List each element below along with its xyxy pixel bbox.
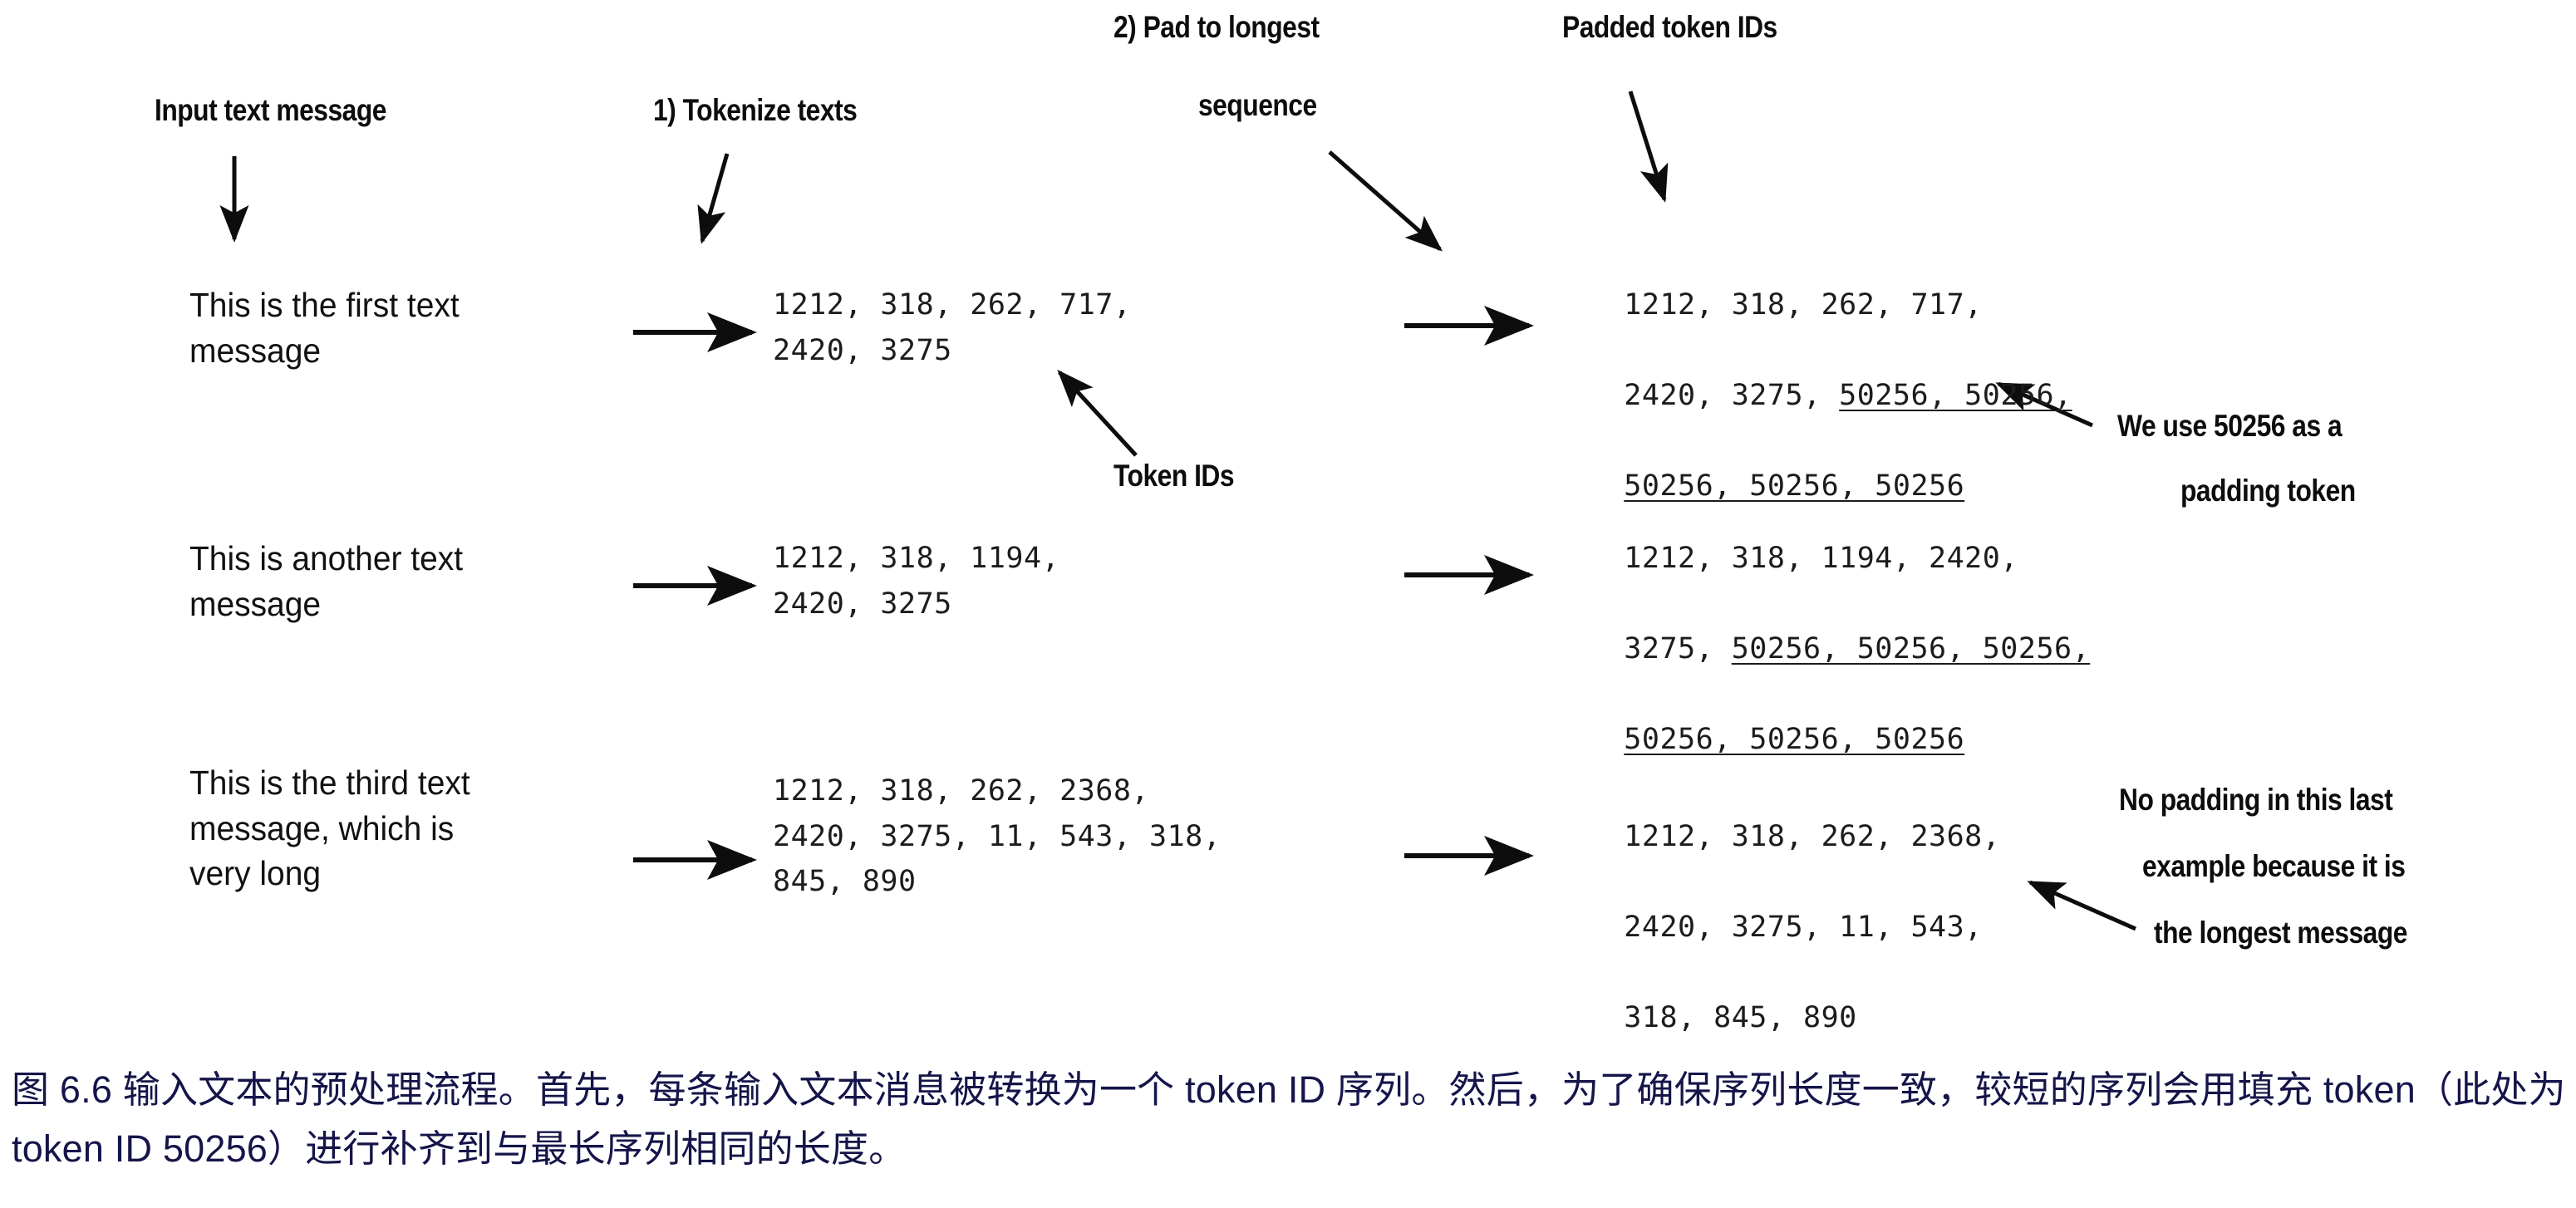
annotation-padding-note-line-2: padding token xyxy=(2180,474,2356,508)
row-2-padding-tokens-line-3: 50256, 50256, 50256 xyxy=(1624,722,1965,756)
row-1-token-ids: 1212, 318, 262, 717, 2420, 3275 xyxy=(773,288,1132,367)
row-1-padded-token-ids: 1212, 318, 262, 717, 2420, 3275, 50256, … xyxy=(1552,237,2072,554)
arrow-no-padding-note xyxy=(2027,880,2137,931)
row-1-padded-line-1: 1212, 318, 262, 717, xyxy=(1624,287,1983,322)
row-2-padded-token-ids: 1212, 318, 1194, 2420, 3275, 50256, 5025… xyxy=(1552,490,2090,808)
header-input-text-message: Input text message xyxy=(155,93,386,127)
arrow-token-ids xyxy=(1057,370,1138,457)
row-2-token-ids: 1212, 318, 1194, 2420, 3275 xyxy=(773,542,1060,621)
annotation-no-padding-line-3: the longest message xyxy=(2154,916,2407,950)
header-pad-to-longest-line2: sequence xyxy=(1198,88,1317,122)
arrow-padded-token-ids xyxy=(1628,91,1669,203)
row-1-padding-tokens-line-3: 50256, 50256, 50256 xyxy=(1624,469,1965,503)
row-1-message: This is the first text message xyxy=(189,286,460,370)
row-1-padding-tokens-line-2: 50256, 50256, xyxy=(1839,378,2072,412)
annotation-padding-note-line-1: We use 50256 as a xyxy=(2117,409,2342,443)
row-3-token-ids: 1212, 318, 262, 2368, 2420, 3275, 11, 54… xyxy=(773,774,1222,899)
row-2-padding-tokens-line-2: 50256, 50256, 50256, xyxy=(1731,631,2091,665)
row-3-message: This is the third text message, which is… xyxy=(189,764,470,893)
row-3-padded-token-ids: 1212, 318, 262, 2368, 2420, 3275, 11, 54… xyxy=(1552,769,2000,1086)
row-3-padded-line-3: 318, 845, 890 xyxy=(1624,1000,1857,1034)
figure-caption: 图 6.6 输入文本的预处理流程。首先，每条输入文本消息被转换为一个 token… xyxy=(12,1068,2566,1171)
arrow-pad-to-longest xyxy=(1328,150,1443,252)
row-2-padded-line-2-prefix: 3275, xyxy=(1624,631,1732,665)
row-3-padded-line-1: 1212, 318, 262, 2368, xyxy=(1624,819,2001,853)
header-pad-to-longest: 2) Pad to longest xyxy=(1113,10,1320,44)
header-token-ids: Token IDs xyxy=(1113,459,1235,493)
row-2-message: This is another text message xyxy=(189,539,464,623)
row-3-padded-line-2: 2420, 3275, 11, 543, xyxy=(1624,910,1983,944)
header-tokenize-texts: 1) Tokenize texts xyxy=(653,93,858,127)
row-2-padded-line-1: 1212, 318, 1194, 2420, xyxy=(1624,541,2018,575)
row-1-padded-line-2-prefix: 2420, 3275, xyxy=(1624,378,1840,412)
header-padded-token-ids: Padded token IDs xyxy=(1562,10,1777,44)
annotation-no-padding-line-2: example because it is xyxy=(2142,849,2406,883)
arrow-tokenize-texts xyxy=(697,153,730,244)
annotation-no-padding-line-1: No padding in this last xyxy=(2119,783,2393,817)
